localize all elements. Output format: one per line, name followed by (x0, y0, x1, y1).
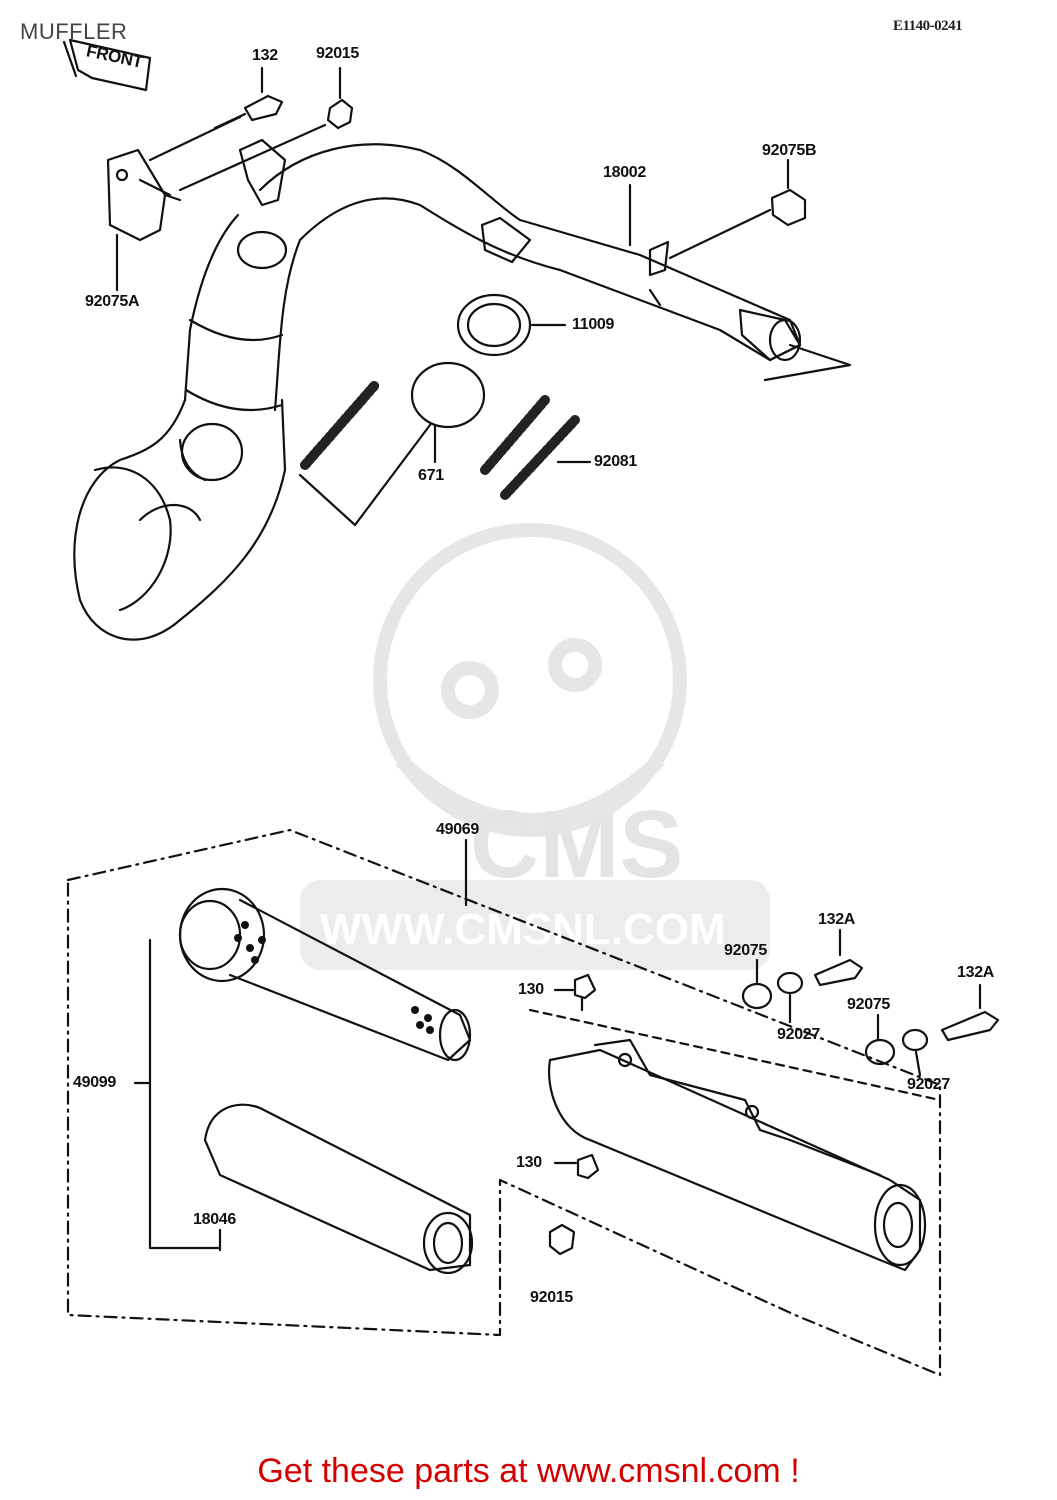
o-ring-671 (410, 361, 486, 429)
bolt-132a-lower (940, 1010, 1000, 1042)
part-label-92015-top[interactable]: 92015 (316, 45, 359, 62)
silencer-housing (548, 1038, 927, 1272)
diagram-code: E1140-0241 (893, 18, 963, 34)
rubber-92075b (770, 188, 807, 227)
watermark-url: WWW.CMSNL.COM (320, 905, 726, 954)
part-label-49099[interactable]: 49099 (73, 1074, 116, 1091)
part-label-92081[interactable]: 92081 (594, 453, 637, 470)
part-label-18002[interactable]: 18002 (603, 164, 646, 181)
part-label-92075-upper[interactable]: 92075 (724, 942, 767, 959)
nut-92015-top (326, 98, 354, 130)
part-label-671[interactable]: 671 (418, 467, 444, 484)
part-label-92075a[interactable]: 92075A (85, 293, 140, 310)
packing-18046 (203, 1103, 474, 1275)
diagram-title: MUFFLER (20, 19, 128, 44)
rubber-92075-lower (864, 1038, 896, 1066)
part-label-132[interactable]: 132 (252, 47, 278, 64)
bolt-130-top (573, 973, 597, 1012)
springs-92081 (300, 380, 580, 500)
part-label-92075-lower[interactable]: 92075 (847, 996, 890, 1013)
part-label-130-top[interactable]: 130 (518, 981, 544, 998)
rubber-92075-upper (741, 982, 773, 1010)
part-label-18046[interactable]: 18046 (193, 1211, 236, 1228)
front-badge-icon (62, 38, 152, 92)
expansion-chamber-body (73, 398, 287, 641)
muffler-group-outline (66, 828, 942, 1377)
watermark-brand: CMS (470, 791, 684, 898)
nut-92015-bottom (548, 1223, 576, 1256)
bolt-130-bottom (576, 1153, 600, 1180)
exhaust-pipe-18002 (183, 138, 802, 412)
part-label-92015-bottom[interactable]: 92015 (530, 1289, 573, 1306)
part-label-49069[interactable]: 49069 (436, 821, 479, 838)
part-label-130-bottom[interactable]: 130 (516, 1154, 542, 1171)
seal-ring-11009 (456, 293, 532, 357)
collar-92027-lower (901, 1028, 929, 1052)
part-label-132a-lower[interactable]: 132A (957, 964, 995, 981)
collar-92027-upper (776, 971, 804, 995)
part-label-92027-lower[interactable]: 92027 (907, 1076, 950, 1093)
bolt-132a-upper (813, 958, 864, 987)
part-label-92075b[interactable]: 92075B (762, 142, 817, 159)
part-label-92027-upper[interactable]: 92027 (777, 1026, 820, 1043)
perforation-dots (234, 921, 434, 1034)
footer-cta-link[interactable]: Get these parts at www.cmsnl.com ! (257, 1452, 800, 1490)
part-label-11009[interactable]: 11009 (572, 316, 615, 333)
perforated-tube-49099 (178, 887, 472, 1062)
bracket-92075a (106, 148, 182, 242)
part-label-132a-upper[interactable]: 132A (818, 911, 856, 928)
